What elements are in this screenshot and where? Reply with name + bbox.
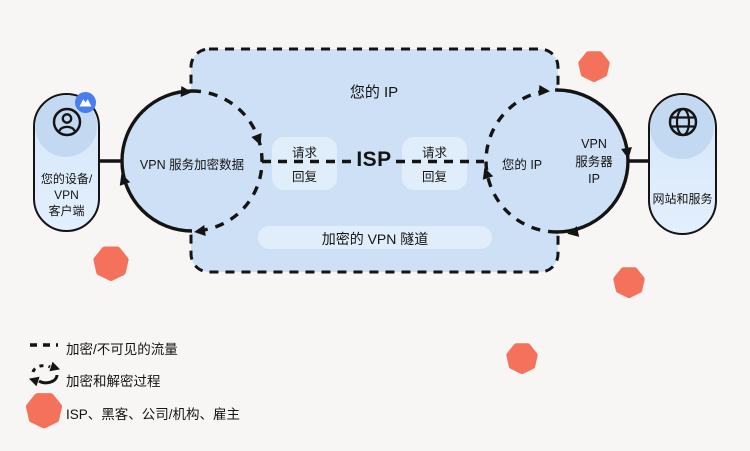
request-reply-left: 请求 回复 [272, 137, 337, 190]
reply-label: 回复 [421, 170, 447, 184]
website-label: 网站和服务 [652, 192, 713, 206]
legend-item-encrypted-traffic: 加密/不可见的流量 [66, 342, 178, 357]
device-label: 您的设备/ VPN 客户端 [40, 172, 93, 219]
threat-heptagon-icon [613, 267, 645, 298]
right-cycle-inside-label: 您的 IP [501, 158, 543, 172]
globe-icon [668, 107, 697, 137]
left-cycle-label: VPN 服务加密数据 [139, 158, 245, 172]
legend-item-encryption-process: 加密和解密过程 [66, 374, 161, 389]
tunnel-label: 加密的 VPN 隧道 [321, 231, 429, 247]
cycle-arrows-icon [28, 361, 61, 387]
request-label: 请求 [291, 146, 317, 160]
legend-item-threats: ISP、黑客、公司/机构、雇主 [66, 407, 241, 422]
threat-heptagon-icon [578, 51, 610, 82]
user-icon [52, 107, 81, 137]
threat-heptagon-icon [506, 343, 538, 374]
device-node: 您的设备/ VPN 客户端 [33, 93, 100, 232]
isp-label: ISP [356, 148, 392, 171]
website-node: 网站和服务 [648, 93, 717, 235]
threat-heptagon-icon [25, 393, 63, 429]
right-cycle-outside-label: VPN 服务器 IP [575, 137, 613, 186]
threat-heptagon-icon [93, 246, 129, 281]
vpn-app-badge [75, 92, 96, 113]
request-reply-right: 请求 回复 [402, 137, 467, 190]
your-ip-top-label: 您的 IP [349, 84, 399, 101]
reply-label: 回复 [291, 170, 317, 184]
vpn-logo-icon [79, 99, 92, 107]
request-label: 请求 [421, 146, 447, 160]
